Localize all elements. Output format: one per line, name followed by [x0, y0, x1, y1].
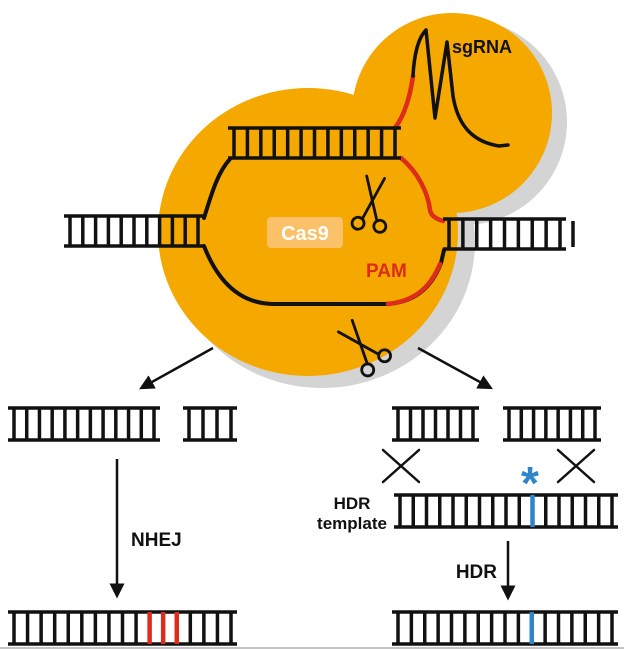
nhej-label: NHEJ: [131, 530, 182, 551]
crossover-left-line: [381, 448, 421, 484]
protein-lobe: [352, 13, 552, 213]
ladder-dna-left: [64, 214, 204, 248]
ladder-nhej-break-left: [8, 406, 160, 442]
hdr-label: HDR: [456, 562, 497, 583]
cas9-label-box: [267, 217, 343, 248]
cas9-protein: [158, 13, 567, 388]
ladder-hdr-break-right: [503, 406, 601, 442]
arrow-to-nhej-branch: [139, 346, 214, 390]
hdr-template-label-line2: template: [317, 514, 387, 533]
sgrna-red-segment: [392, 73, 416, 131]
ladder-rna-dna-duplex: [228, 126, 401, 160]
hdr-template-label: HDR template: [317, 494, 387, 533]
edit-asterisk: *: [521, 457, 539, 509]
ladder-hdr-template: [394, 493, 618, 529]
ladder-nhej-result: [8, 610, 237, 646]
sgrna-scaffold-hairpin: [411, 28, 510, 148]
ladder-dna-right: [443, 217, 566, 251]
ladder-hdr-result: [392, 610, 618, 646]
dna-strand-paths: [202, 28, 510, 307]
ladder-nhej-break-right: [183, 406, 237, 442]
cas9-label: Cas9: [267, 217, 343, 248]
sgrna-label: sgRNA: [452, 37, 512, 57]
target-strand-connector: [202, 157, 232, 220]
pam-label: PAM: [366, 261, 407, 282]
crossover-right-line: [556, 448, 596, 484]
cas9-label-text: Cas9: [281, 223, 329, 245]
dna-ladders: [8, 126, 618, 646]
pam-segment-lower-strand: [385, 261, 443, 307]
hdr-template-label-line1: HDR: [334, 494, 371, 513]
ladder-hdr-break-left: [392, 406, 479, 442]
pam-segment-right-strand: [398, 155, 446, 224]
arrow-to-hdr-branch: [417, 346, 493, 390]
crossover-marks: [381, 448, 596, 484]
pathway-arrows: [109, 346, 516, 601]
